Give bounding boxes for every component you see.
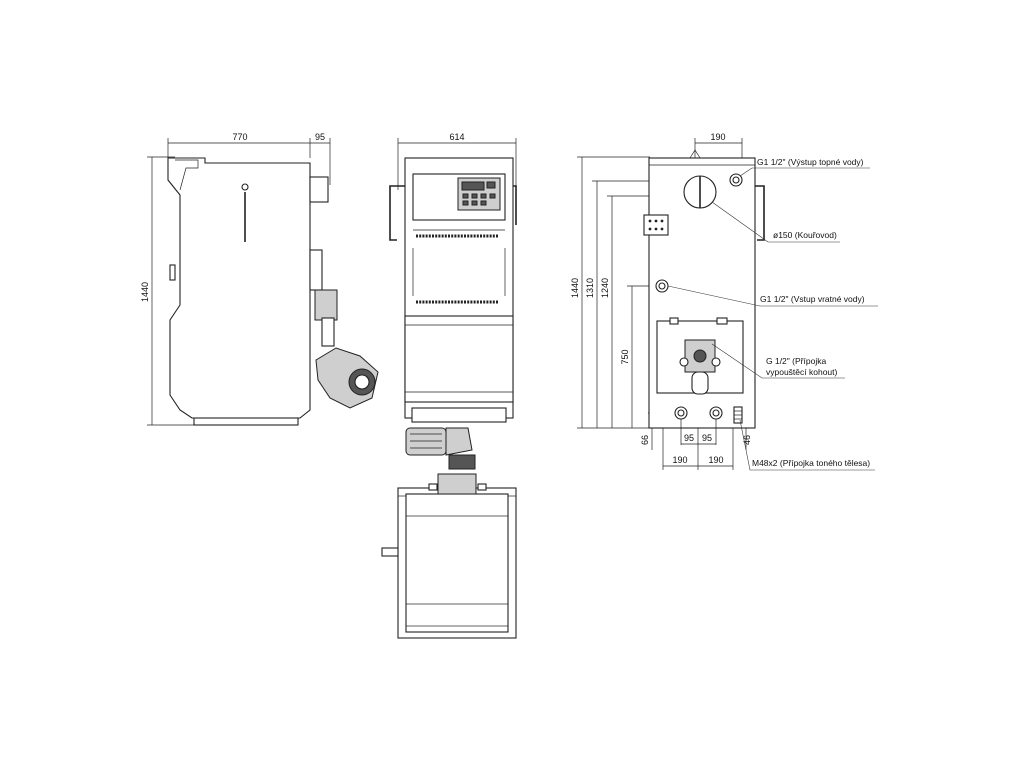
dim-rear-95-right: 95 — [702, 433, 712, 443]
side-burner-fan-hub — [354, 374, 370, 390]
dim-rear-46: 46 — [742, 435, 752, 445]
dim-rear-1440: 1440 — [570, 278, 580, 298]
side-top-cap — [175, 159, 199, 191]
rear-terminal — [643, 214, 669, 236]
rear-panel-lug — [716, 317, 728, 325]
control-key — [480, 200, 487, 206]
side-base — [193, 417, 299, 426]
dim-rear-1310: 1310 — [585, 278, 595, 298]
control-key — [471, 200, 478, 206]
front-base — [411, 407, 507, 423]
leader-flow-outlet — [739, 167, 870, 177]
control-key — [489, 193, 496, 199]
leader-flue — [711, 201, 840, 243]
side-burner-tube — [321, 317, 335, 347]
dim-side-height: 1440 — [140, 282, 150, 302]
label-flow-outlet: G1 1/2" (Výstup topné vody) — [757, 157, 864, 167]
rear-top-notch — [689, 149, 701, 159]
rear-right-bracket — [755, 185, 765, 241]
front-burner-connector — [448, 454, 476, 470]
leader-sensor — [739, 419, 875, 471]
dim-side-depth: 770 — [232, 132, 247, 142]
side-body — [167, 157, 311, 419]
dim-rear-750: 750 — [620, 349, 630, 364]
side-view: 770 95 1440 — [140, 132, 379, 426]
front-burner-motor — [405, 427, 447, 456]
control-display — [461, 181, 485, 191]
dim-rear-95-left: 95 — [684, 433, 694, 443]
control-key — [462, 193, 469, 199]
rear-panel-lug — [669, 317, 679, 325]
dim-rear-190-right: 190 — [708, 455, 723, 465]
control-key — [480, 193, 487, 199]
dim-rear-66: 66 — [640, 435, 650, 445]
terminal-pin — [660, 227, 664, 231]
terminal-pin — [654, 227, 658, 231]
rear-flow-outlet-inner — [732, 176, 740, 184]
terminal-pin — [648, 219, 652, 223]
top-view — [381, 473, 517, 639]
side-handle-knob — [241, 183, 249, 191]
top-inner — [405, 493, 509, 633]
dim-rear-1240: 1240 — [600, 278, 610, 298]
front-right-bracket — [513, 185, 517, 225]
rear-bottom-port-right-inner — [712, 409, 720, 417]
side-connector — [309, 249, 323, 291]
rear-view: 190 1440 1310 1240 750 66 46 — [570, 132, 878, 471]
rear-bottom-port-left-inner — [677, 409, 685, 417]
control-button — [486, 181, 496, 189]
label-drain-line1: G 1/2" (Přípojka — [766, 356, 826, 366]
dim-rear-top: 190 — [710, 132, 725, 142]
top-lug — [428, 483, 438, 491]
label-drain-line2: vypouštěcí kohout) — [766, 367, 838, 377]
leader-return-inlet — [667, 285, 878, 307]
control-key — [471, 193, 478, 199]
label-sensor: M48x2 (Přípojka toného tělesa) — [752, 458, 870, 468]
front-view: 614 — [389, 132, 517, 470]
front-left-bracket — [389, 185, 405, 241]
label-return-inlet: G1 1/2" (Vstup vratné vody) — [760, 294, 865, 304]
leader-drain — [711, 343, 845, 379]
terminal-pin — [660, 219, 664, 223]
front-lower-door — [404, 315, 514, 403]
dim-side-flue: 95 — [315, 132, 325, 142]
rear-drain-tap — [691, 371, 709, 395]
top-lower-band — [405, 603, 509, 627]
rear-drain-bolt — [679, 357, 689, 367]
dim-rear-190-left: 190 — [672, 455, 687, 465]
side-hinge — [169, 264, 176, 281]
terminal-pin — [648, 227, 652, 231]
rear-return-inlet-inner — [658, 282, 666, 290]
label-flue: ø150 (Kouřovod) — [773, 230, 837, 240]
top-burner — [437, 473, 477, 495]
top-side-stub — [381, 547, 399, 557]
control-key — [462, 200, 469, 206]
side-flue-stub — [309, 176, 329, 203]
front-burner-head — [445, 427, 473, 456]
rear-drain-bolt — [711, 357, 721, 367]
top-lug — [477, 483, 487, 491]
dim-front-width: 614 — [449, 132, 464, 142]
side-burner-mount — [314, 289, 338, 321]
rear-drain-port — [693, 349, 707, 363]
terminal-pin — [654, 219, 658, 223]
